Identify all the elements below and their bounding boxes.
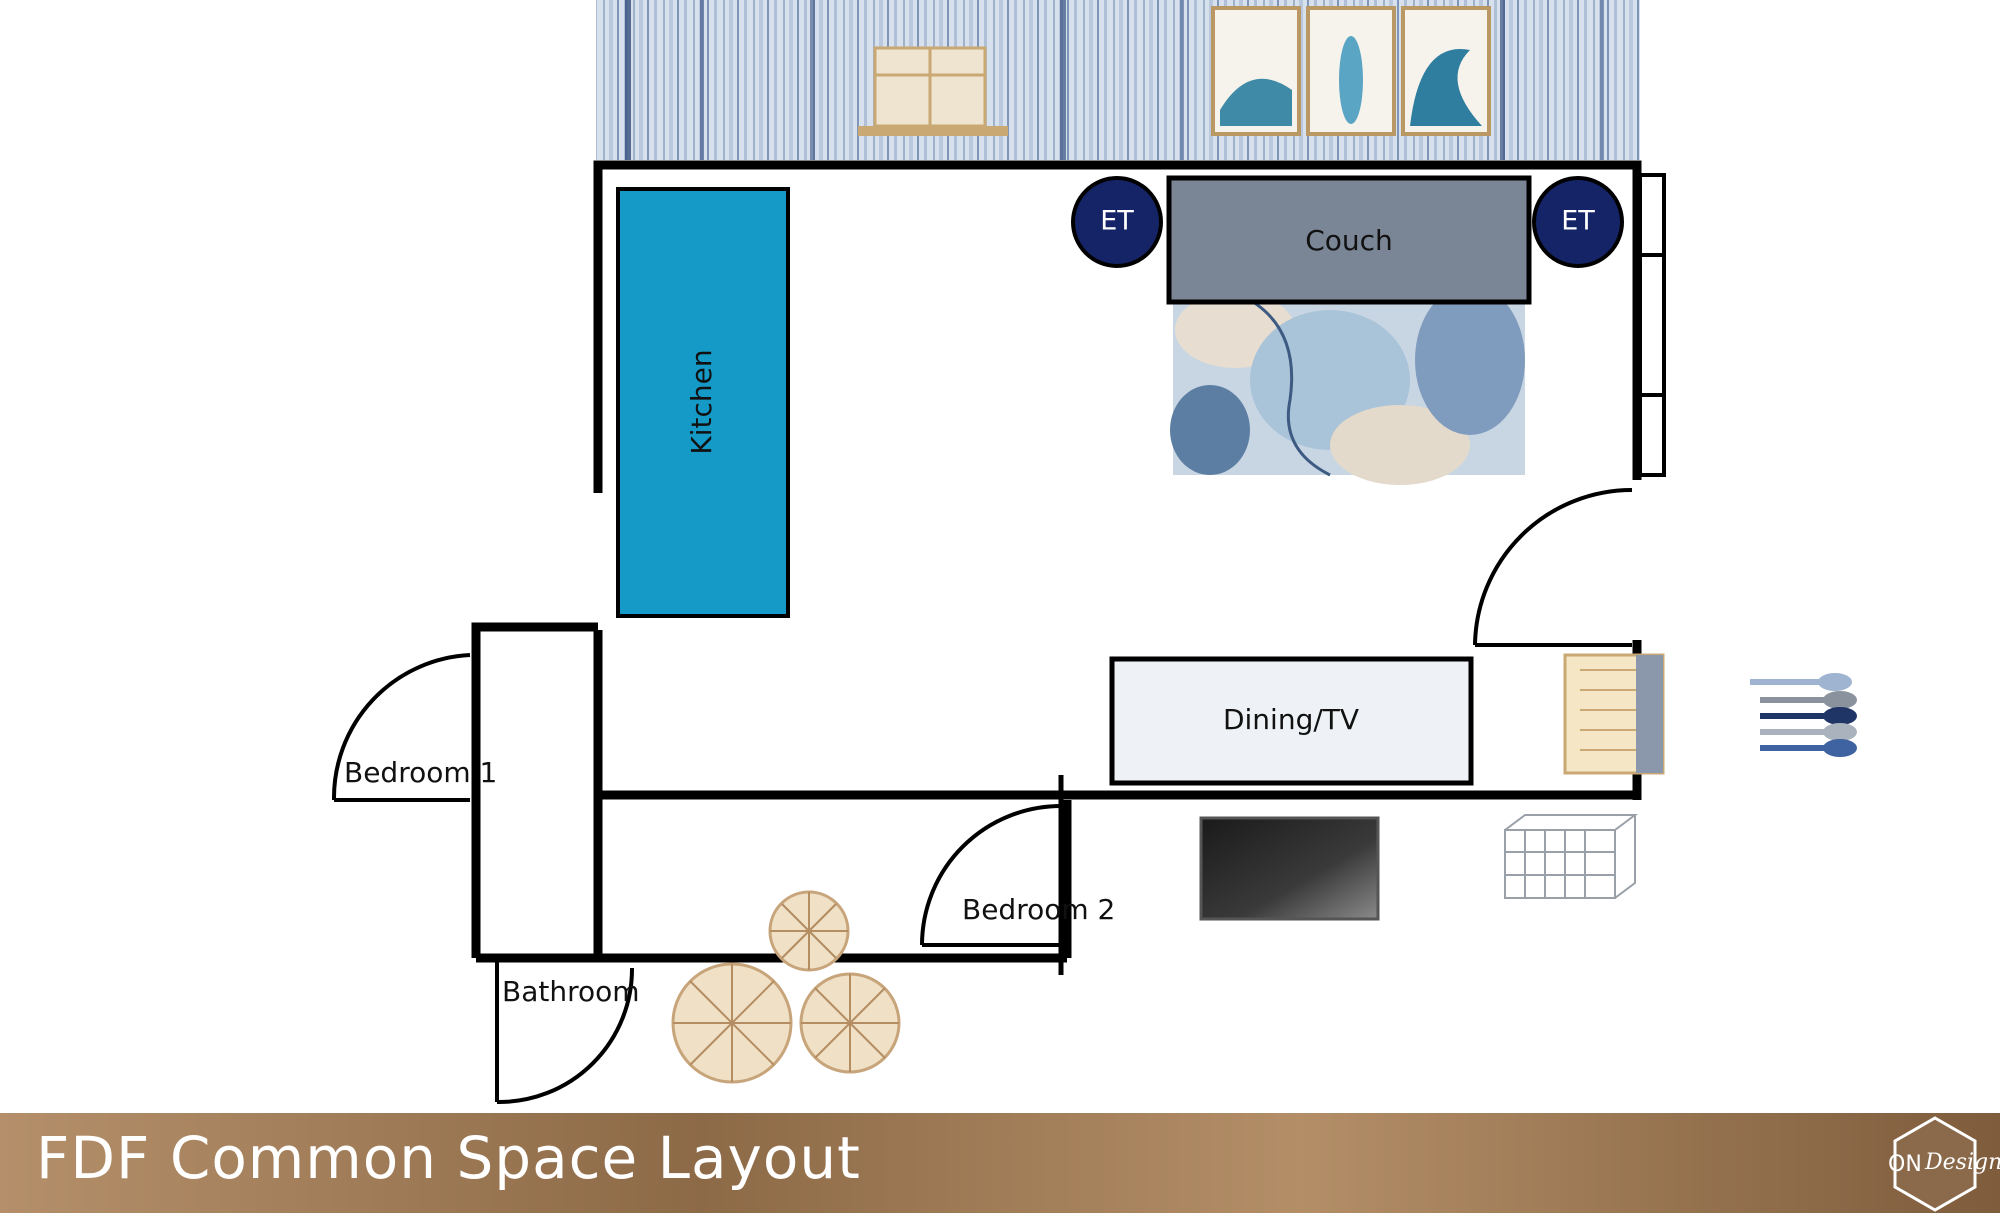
woven-baskets-image <box>671 890 901 1084</box>
dining-tv-label: Dining/TV <box>1223 703 1359 736</box>
logo-design-text: Design <box>1924 1150 2000 1175</box>
bedroom-1-label: Bedroom 1 <box>344 756 497 789</box>
dining-tv-block <box>1109 656 1474 786</box>
end-table-right-label: ET <box>1561 206 1595 237</box>
right-window <box>1638 173 1666 477</box>
bench-image <box>1563 653 1665 775</box>
bathroom-door-swing <box>495 962 635 1105</box>
area-rug-image <box>1170 285 1525 485</box>
wall-desk-image <box>858 46 1008 136</box>
on-design-logo: ON Design <box>1888 1116 2000 1212</box>
bathroom-label: Bathroom <box>502 975 640 1008</box>
bedroom-1-door-swing <box>331 653 471 802</box>
oars-decor-image <box>1750 673 1857 757</box>
kitchen-block <box>616 187 790 618</box>
couch-label: Couch <box>1305 224 1393 257</box>
bedroom-2-door-swing <box>920 804 1062 947</box>
page-title: FDF Common Space Layout <box>36 1124 861 1192</box>
surf-art-frames <box>1211 6 1491 136</box>
end-table-left <box>1071 176 1163 268</box>
entry-door-swing <box>1473 488 1633 647</box>
end-table-right <box>1532 176 1624 268</box>
bedroom-2-label: Bedroom 2 <box>962 893 1115 926</box>
tv-screen <box>1199 816 1380 921</box>
couch-block <box>1166 175 1532 305</box>
title-banner <box>0 1113 2000 1213</box>
kitchen-label: Kitchen <box>685 349 718 454</box>
storage-cube-image <box>1504 814 1638 899</box>
logo-on-text: ON <box>1888 1152 1922 1177</box>
end-table-left-label: ET <box>1100 206 1134 237</box>
